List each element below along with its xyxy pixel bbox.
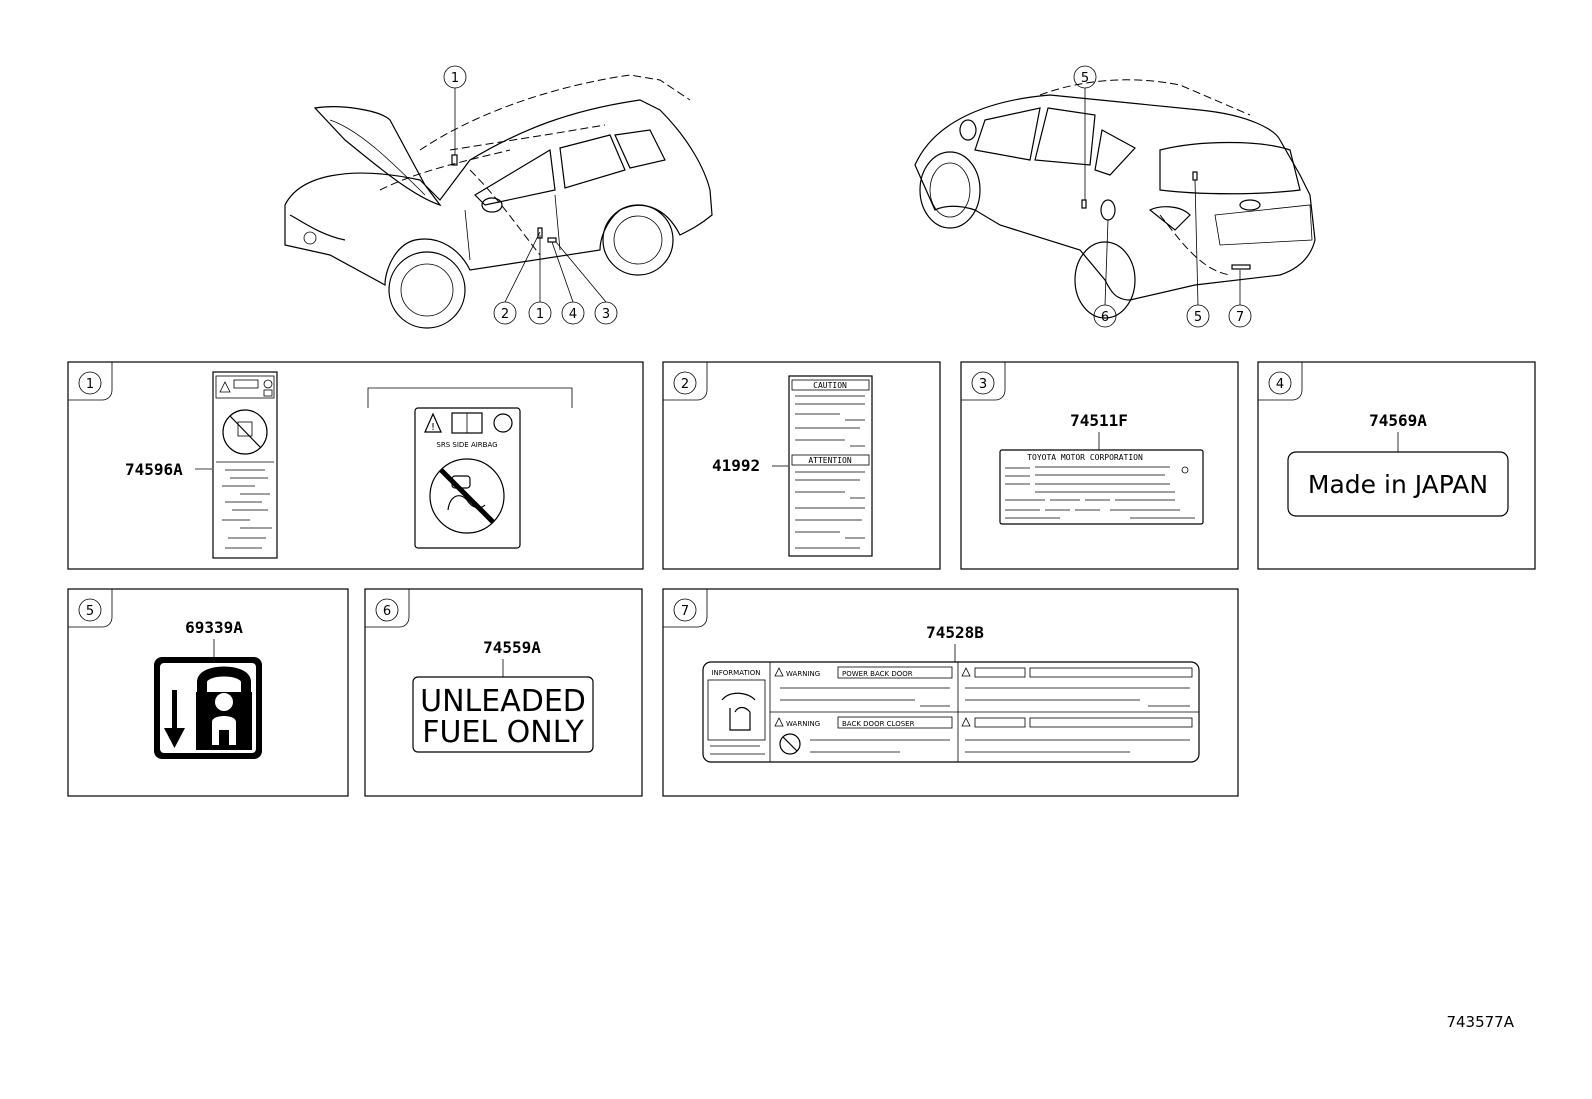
part-number: 74559A: [483, 638, 541, 657]
callout-5-top: 5: [1073, 65, 1097, 200]
part-number: 41992: [712, 456, 760, 475]
svg-text:POWER BACK DOOR: POWER BACK DOOR: [842, 670, 913, 678]
svg-text:WARNING: WARNING: [786, 670, 820, 678]
svg-text:ATTENTION: ATTENTION: [808, 456, 852, 465]
svg-text:FUEL ONLY: FUEL ONLY: [422, 715, 584, 750]
svg-text:4: 4: [569, 307, 577, 322]
panel-index: 2: [681, 377, 689, 392]
unleaded-fuel-label: UNLEADED FUEL ONLY: [412, 676, 594, 753]
part-number: 74528B: [926, 623, 984, 642]
callout-1-top: 1: [443, 65, 467, 155]
child-lock-icon: [154, 657, 262, 759]
part-number: 74511F: [1070, 411, 1128, 430]
callout-7: 7: [1228, 270, 1252, 328]
svg-text:1: 1: [536, 307, 544, 322]
callout-1-bottom: 1: [528, 235, 552, 325]
svg-text:TOYOTA MOTOR CORPORATION: TOYOTA MOTOR CORPORATION: [1027, 453, 1143, 462]
svg-text:2: 2: [501, 307, 509, 322]
drawing-code: 743577A: [1446, 1013, 1514, 1031]
panel-index: 7: [681, 604, 689, 619]
panel-index: 3: [979, 377, 987, 392]
svg-text:7: 7: [1236, 310, 1244, 325]
panel-5: 5 69339A: [67, 588, 349, 797]
panel-index: 4: [1276, 377, 1284, 392]
svg-text:1: 1: [451, 71, 459, 86]
callout-6: 6: [1093, 219, 1117, 328]
caution-label: CAUTION ATTENTION: [788, 375, 873, 557]
callout-3: 3: [555, 241, 618, 325]
svg-text:6: 6: [1101, 310, 1109, 325]
part-number: 74569A: [1369, 411, 1427, 430]
svg-text:CAUTION: CAUTION: [813, 381, 847, 390]
airbag-label-tall: [212, 371, 278, 559]
panel-4: 4 74569A Made in JAPAN: [1257, 361, 1536, 570]
made-in-japan-label: Made in JAPAN: [1287, 451, 1509, 517]
vin-plate: TOYOTA MOTOR CORPORATION: [999, 449, 1204, 525]
svg-text:BACK DOOR CLOSER: BACK DOOR CLOSER: [842, 720, 915, 728]
callout-5-bottom: 5: [1186, 179, 1210, 328]
panel-index: 6: [383, 604, 391, 619]
power-back-door-warning-label: INFORMATION WARNING POWER BACK DOOR WARN…: [702, 661, 1200, 763]
panel-1: 1 74596A ! SRS SIDE AIRBAG: [67, 361, 644, 570]
svg-text:WARNING: WARNING: [786, 720, 820, 728]
panel-index: 1: [86, 377, 94, 392]
part-number: 69339A: [185, 618, 243, 637]
svg-text:5: 5: [1081, 71, 1089, 86]
svg-text:Made in JAPAN: Made in JAPAN: [1308, 470, 1488, 499]
svg-text:!: !: [431, 422, 435, 433]
svg-text:INFORMATION: INFORMATION: [711, 669, 760, 677]
front-view-vehicle: [284, 74, 713, 329]
panel-7: 7 74528B INFORMATION WARNING POWER BACK …: [662, 588, 1239, 797]
panel-index: 5: [86, 604, 94, 619]
svg-text:3: 3: [602, 307, 610, 322]
callout-2: 2: [493, 231, 541, 325]
panel-3: 3 74511F TOYOTA MOTOR CORPORATION: [960, 361, 1239, 570]
callout-4: 4: [551, 241, 585, 325]
rear-view-vehicle: [914, 79, 1316, 319]
rear-view-callouts: 5 6 5 7: [1073, 65, 1252, 328]
front-view-callouts: 1 2 1 4 3: [443, 65, 618, 325]
sticker-text: SRS SIDE AIRBAG: [436, 441, 497, 449]
part-number: 74596A: [125, 460, 183, 479]
svg-text:5: 5: [1194, 310, 1202, 325]
panel-2: 2 41992 CAUTION ATTENTION: [662, 361, 941, 570]
panel-6: 6 74559A UNLEADED FUEL ONLY: [364, 588, 643, 797]
svg-text:UNLEADED: UNLEADED: [420, 684, 586, 719]
airbag-sticker-enlarged: ! SRS SIDE AIRBAG: [414, 407, 521, 549]
